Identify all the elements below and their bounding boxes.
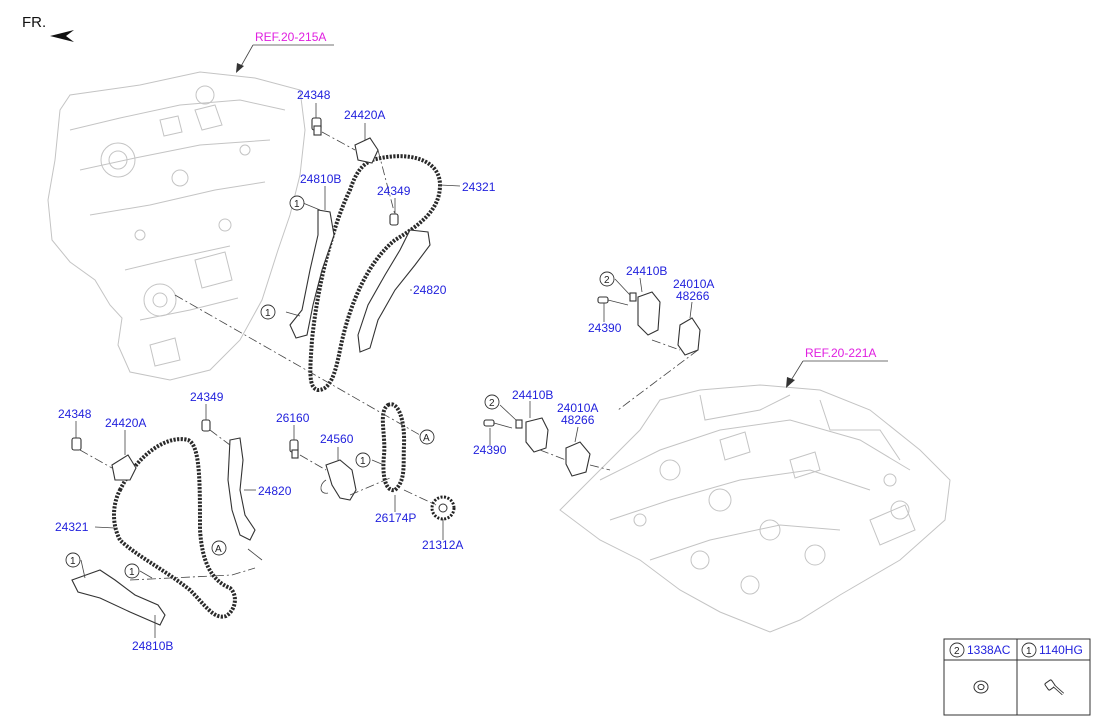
label-24321-bottom: 24321 xyxy=(55,520,89,534)
label-24010a-top: 24010A xyxy=(673,277,714,291)
callout-1-top-b: 1 xyxy=(260,304,276,320)
callout-1-bottom-b: 1 xyxy=(124,563,140,579)
cylinder-head-ghost xyxy=(559,384,951,633)
label-24810b-top: 24810B xyxy=(300,172,341,186)
callout-a-upper: A xyxy=(419,429,435,445)
label-24820-bottom: 24820 xyxy=(258,484,292,498)
label-24348-bottom: 24348 xyxy=(58,407,92,421)
label-24410b-top: 24410B xyxy=(626,264,667,278)
guide-24810b-bottom xyxy=(71,569,166,626)
bolt-24390-top xyxy=(597,296,629,306)
bolt-24390-mid xyxy=(483,419,513,429)
label-24390-mid: 24390 xyxy=(473,443,507,457)
legend-cell-2-header: 2 1338AC xyxy=(949,642,1011,658)
label-leaders xyxy=(75,103,693,638)
callout-1-top-a: 1 xyxy=(289,195,305,211)
chain-24321-lower xyxy=(112,437,237,619)
bolt-24349-bottom xyxy=(201,419,211,432)
ref-arrow-right-icon xyxy=(786,377,795,388)
front-arrow-icon xyxy=(50,30,74,42)
legend-part-1140hg: 1140HG xyxy=(1039,643,1083,657)
svg-text:2: 2 xyxy=(604,275,610,286)
sprocket-21312a xyxy=(430,495,456,521)
timing-cover-ghost xyxy=(47,71,306,381)
guide-24420a-bottom xyxy=(111,454,137,481)
callout-a-lower: A xyxy=(211,540,227,556)
svg-text:A: A xyxy=(423,433,430,444)
guide-24820-bottom xyxy=(227,437,256,541)
legend-part-1338ac: 1338AC xyxy=(967,643,1011,657)
label-24321-top: 24321 xyxy=(462,180,496,194)
bolt-26160 xyxy=(289,439,299,459)
callout-1-bottom-a: 1 xyxy=(65,552,81,568)
svg-text:1: 1 xyxy=(1026,646,1032,657)
label-21312a: 21312A xyxy=(422,538,463,552)
ref-leader-right xyxy=(789,360,804,383)
svg-text:1: 1 xyxy=(360,456,366,467)
bolt-24348-top xyxy=(311,117,322,136)
ref-label-top: REF.20-215A xyxy=(255,30,326,44)
assembly-lines xyxy=(79,131,699,581)
label-24420a-top: 24420A xyxy=(344,108,385,122)
legend-table: 2 1338AC 1 1140HG xyxy=(943,638,1091,716)
fr-direction-label: FR. xyxy=(22,14,46,31)
chain-24321-upper xyxy=(308,154,443,393)
tensioner-arm-24010a-top xyxy=(677,317,701,356)
label-24420a-bottom: 24420A xyxy=(105,416,146,430)
label-24010a-mid: 24010A xyxy=(557,401,598,415)
washer-icon xyxy=(973,680,989,694)
tensioner-24410b-mid xyxy=(515,417,549,453)
svg-text:2: 2 xyxy=(954,646,960,657)
ref-label-right: REF.20-221A xyxy=(805,346,876,360)
svg-text:1: 1 xyxy=(70,556,76,567)
bolt-24348-bottom xyxy=(71,437,82,451)
tensioner-24560 xyxy=(320,459,357,501)
label-26174p: 26174P xyxy=(375,511,416,525)
label-24390-top: 24390 xyxy=(588,321,622,335)
guide-24420a-top xyxy=(354,137,379,164)
ref-leader-top xyxy=(239,44,254,69)
label-24560: 24560 xyxy=(320,432,354,446)
label-24810b-bottom: 24810B xyxy=(132,639,173,653)
guide-24820-top xyxy=(357,229,431,353)
label-24820-top: 24820 xyxy=(413,283,447,297)
label-24349-top: 24349 xyxy=(377,184,411,198)
svg-text:2: 2 xyxy=(489,398,495,409)
svg-text:1: 1 xyxy=(294,199,300,210)
guide-24810b-top xyxy=(289,209,335,339)
label-24349-bottom: 24349 xyxy=(190,390,224,404)
callout-1-mid: 1 xyxy=(355,452,371,468)
chain-26174p xyxy=(380,402,407,493)
label-26160: 26160 xyxy=(276,411,310,425)
bolt-24349-top xyxy=(389,213,399,226)
tensioner-24410b-top xyxy=(629,291,661,336)
svg-text:A: A xyxy=(215,544,222,555)
label-48266-top: 48266 xyxy=(676,289,710,303)
svg-text:1: 1 xyxy=(265,308,271,319)
label-24348-top: 24348 xyxy=(297,88,331,102)
callout-2-mid: 2 xyxy=(484,394,500,410)
legend-cell-1-header: 1 1140HG xyxy=(1021,642,1083,658)
callout-2-top: 2 xyxy=(599,271,615,287)
bolt-icon xyxy=(1044,679,1064,696)
ref-arrow-top-icon xyxy=(236,63,244,73)
label-48266-mid: 48266 xyxy=(561,413,595,427)
svg-text:1: 1 xyxy=(129,567,135,578)
label-24410b-mid: 24410B xyxy=(512,388,553,402)
tensioner-arm-24010a-mid xyxy=(565,441,591,477)
